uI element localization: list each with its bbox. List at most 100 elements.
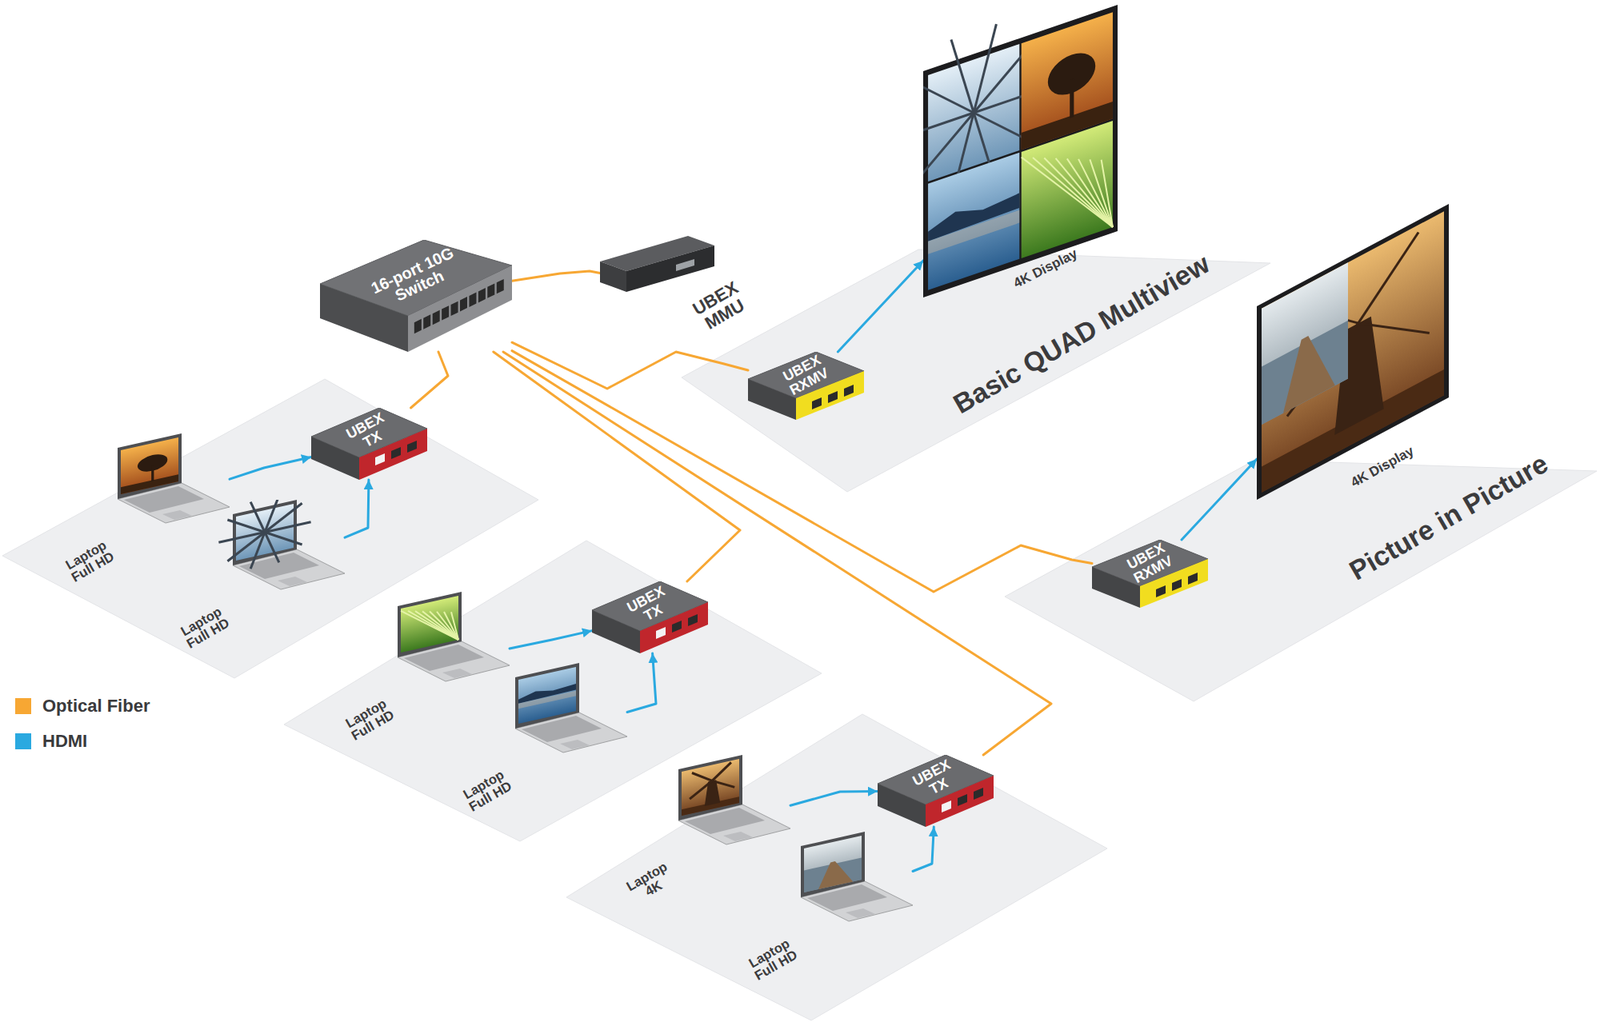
device-side xyxy=(311,436,360,480)
pier-boards xyxy=(818,857,853,890)
tree-branch xyxy=(218,532,265,544)
hdmi-cable xyxy=(837,260,924,352)
leaf-vein xyxy=(1032,130,1113,255)
device-port xyxy=(828,391,838,404)
leaf-vein xyxy=(1078,147,1113,239)
platform-area: Basic QUAD MultiviewUBEX RXMV4K Display xyxy=(681,0,1280,496)
leaf-vein xyxy=(1044,134,1113,251)
switch-port xyxy=(441,305,449,320)
device-port xyxy=(973,788,984,800)
mmu-front xyxy=(626,245,715,292)
platform-floor xyxy=(284,540,822,842)
fiber-cable xyxy=(493,352,740,582)
laptop-screen xyxy=(515,663,580,729)
device-port xyxy=(672,620,682,633)
legend-row: Optical Fiber xyxy=(15,694,150,719)
laptop-screen xyxy=(117,433,182,500)
node-label: Laptop Full HD xyxy=(744,935,802,985)
tree-branch xyxy=(264,529,280,567)
device-port xyxy=(812,397,822,410)
device-port xyxy=(1188,572,1198,585)
tree-branch xyxy=(923,62,974,133)
switch-port xyxy=(423,314,431,329)
laptop-screen xyxy=(678,755,743,821)
fiber-cable xyxy=(512,271,600,281)
screen-image xyxy=(1261,262,1348,425)
legend-swatch xyxy=(15,698,32,715)
leaf-vein xyxy=(415,601,459,650)
device-side xyxy=(592,610,640,654)
leaf-vein xyxy=(1067,143,1113,244)
switch-port xyxy=(487,283,495,298)
screen-image xyxy=(400,596,459,653)
laptop-touchpad xyxy=(723,832,753,842)
screen-image xyxy=(1021,120,1113,259)
leaf-vein xyxy=(400,598,459,653)
node-label: UBEX MMU xyxy=(689,278,751,336)
laptop-touchpad xyxy=(560,740,590,750)
leaf-vein xyxy=(1056,139,1113,248)
node-label: Laptop 4K xyxy=(621,858,680,908)
legend-row: HDMI xyxy=(15,729,150,754)
laptop: Laptop Full HD xyxy=(728,832,913,984)
hdmi-cable xyxy=(344,480,369,538)
platform-area: Picture in PictureUBEX RXMV4K Display xyxy=(1000,200,1599,704)
laptop-touchpad xyxy=(162,510,192,520)
platform-floor xyxy=(2,379,539,679)
hdmi-cable xyxy=(1181,459,1257,540)
image-water xyxy=(1261,320,1348,425)
display-bezel xyxy=(1256,204,1449,500)
legend-text: HDMI xyxy=(42,731,88,752)
laptop-touchpad xyxy=(277,576,308,587)
hdmi-cable xyxy=(229,457,312,480)
pier-boards xyxy=(1283,321,1336,413)
tree-branch xyxy=(951,32,974,121)
node-label: Laptop Full HD xyxy=(458,766,516,816)
lake-reflection xyxy=(928,210,1020,255)
laptop: Laptop 4K xyxy=(606,755,791,908)
tree-trunk xyxy=(151,464,154,482)
node-label: Laptop Full HD xyxy=(176,603,234,653)
leaf-vein xyxy=(436,607,459,645)
network-switch: 16-port 10G Switch xyxy=(320,240,512,352)
node-label: Laptop Full HD xyxy=(60,536,119,587)
display-drawing xyxy=(1256,204,1449,508)
switch-port xyxy=(496,279,504,294)
device-port xyxy=(941,800,952,813)
hdmi-cable xyxy=(912,827,934,872)
laptop: Laptop Full HD xyxy=(325,592,510,744)
device-port xyxy=(391,447,401,460)
device-side xyxy=(877,784,926,828)
hdmi-cable xyxy=(790,792,878,807)
screen-image xyxy=(120,437,179,495)
legend-swatch xyxy=(15,733,32,750)
display-drawing xyxy=(923,4,1118,309)
image-water xyxy=(804,858,862,894)
display-bezel xyxy=(923,4,1118,298)
switch-port xyxy=(468,292,476,308)
node-label: Laptop Full HD xyxy=(340,695,399,745)
laptop: Laptop Full HD xyxy=(443,663,628,816)
hdmi-cable xyxy=(627,653,656,713)
screen-image xyxy=(681,759,740,816)
switch-port xyxy=(432,310,440,325)
laptop: Laptop Full HD xyxy=(45,433,230,586)
mmu-display xyxy=(676,259,695,272)
receiver-unit: UBEX RXMV xyxy=(1092,540,1208,608)
windmill-blade xyxy=(1358,285,1430,372)
device-port xyxy=(844,384,854,397)
leaf-vein xyxy=(1089,152,1113,236)
windmill-blade xyxy=(689,780,712,800)
legend-text: Optical Fiber xyxy=(42,696,150,717)
tree-branch xyxy=(227,512,265,541)
display-screen: 4K Display xyxy=(923,4,1118,309)
transmitter-unit: UBEX TX xyxy=(877,755,994,828)
tree-branch xyxy=(250,500,265,536)
device-port xyxy=(1172,579,1182,592)
windmill-blade xyxy=(1358,232,1419,324)
screen-image xyxy=(1261,211,1444,493)
leaf-vein xyxy=(429,605,459,647)
mmu-unit: UBEX MMU xyxy=(600,236,772,344)
switch-port xyxy=(414,319,422,334)
